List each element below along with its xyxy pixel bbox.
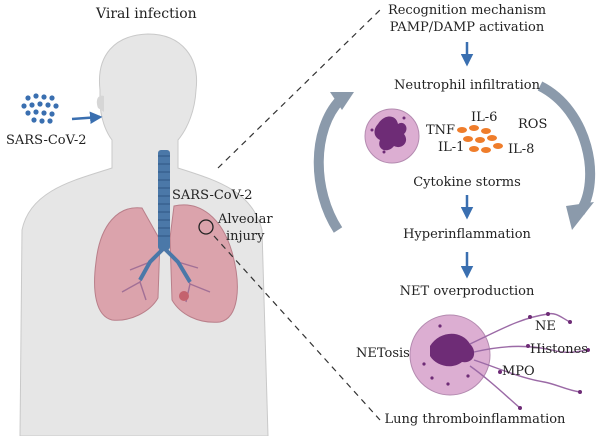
cycle-arrow-right xyxy=(537,81,596,230)
neutrophil-cell xyxy=(364,108,420,164)
lung-thromboinflammation-label: Lung thromboinflammation xyxy=(384,412,566,427)
histones-label: Histones xyxy=(530,342,588,357)
cytokine-tnf: TNF xyxy=(426,123,456,138)
neutrophil-infiltration-label: Neutrophil infiltration xyxy=(394,78,540,93)
cytokine-il1: IL-1 xyxy=(438,140,465,155)
virus-particles xyxy=(21,93,59,124)
ne-label: NE xyxy=(535,319,556,334)
zoom-line-top xyxy=(217,9,381,169)
cytokine-ros: ROS xyxy=(518,117,548,132)
cytokine-il6: IL-6 xyxy=(471,110,498,125)
net-overproduction-label: NET overproduction xyxy=(399,284,535,299)
zoom-line-bottom xyxy=(213,235,381,421)
net-granules xyxy=(498,312,590,410)
lungs-illustration xyxy=(94,204,238,323)
mpo-label: MPO xyxy=(502,364,535,379)
alveolar-injury-label-line2: injury xyxy=(226,229,265,244)
cytokine-particles xyxy=(457,125,503,153)
alveolar-injury-circle xyxy=(198,219,214,235)
alveolar-injury-label-line1: Alveolar xyxy=(218,212,273,227)
netosis-label: NETosis xyxy=(356,346,410,361)
cytokine-storms-label: Cytokine storms xyxy=(413,175,521,190)
viral-infection-title: Viral infection xyxy=(96,6,197,22)
cycle-arrow-left xyxy=(313,92,354,233)
netosis-cell xyxy=(409,314,491,396)
airway-virus-label: SARS-CoV-2 xyxy=(172,188,253,203)
trachea-illustration xyxy=(138,150,192,284)
recognition-mechanism-label: Recognition mechanism xyxy=(387,3,547,18)
hyperinflammation-label: Hyperinflammation xyxy=(403,227,531,242)
cytokine-il8: IL-8 xyxy=(508,142,535,157)
virus-label: SARS-CoV-2 xyxy=(6,133,87,148)
pamp-damp-label: PAMP/DAMP activation xyxy=(389,20,545,35)
inhalation-arrow xyxy=(71,111,103,124)
